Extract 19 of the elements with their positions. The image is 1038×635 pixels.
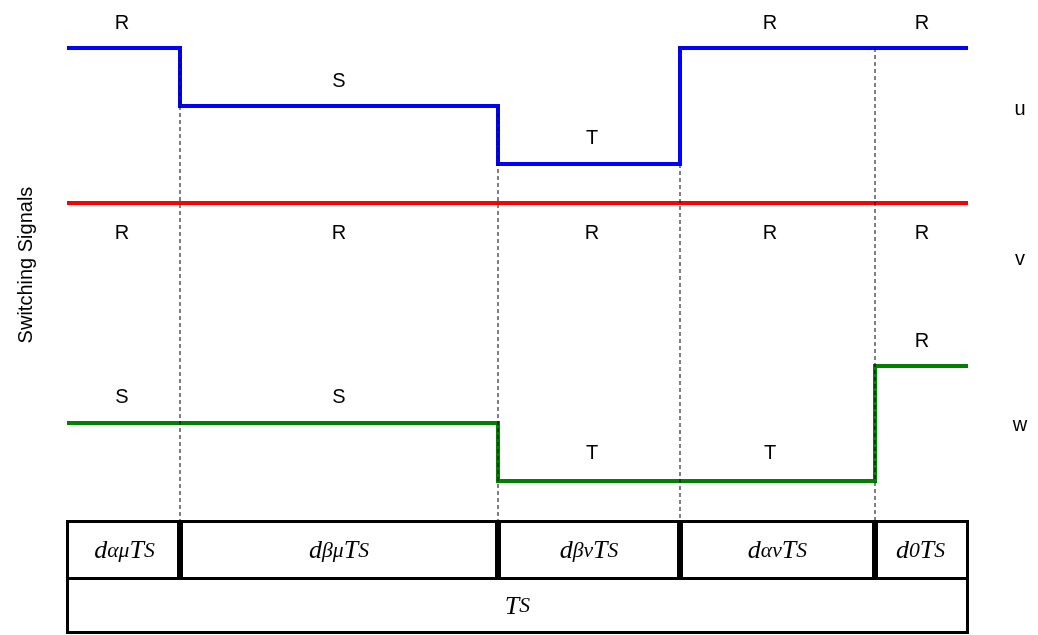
signal-label: R [331,221,347,243]
signal-label: R [114,11,130,33]
signal-label: R [114,221,130,243]
signal-label: S [115,385,129,407]
signal-label: R [914,11,930,33]
signal-label: S [332,385,346,407]
signal-label: R [914,221,930,243]
signal-label: T [763,441,777,463]
signal-label: u [1014,97,1026,119]
signal-label: v [1015,247,1025,269]
signal-label: S [332,69,346,91]
signal-label: R [584,221,600,243]
signal-label: w [1012,413,1028,435]
signal-label: R [762,221,778,243]
signal-label: R [762,11,778,33]
signal-label: R [914,329,930,351]
signal-label: T [585,441,599,463]
axis-label: Switching Signals [14,186,36,344]
signal-label: T [585,126,599,148]
